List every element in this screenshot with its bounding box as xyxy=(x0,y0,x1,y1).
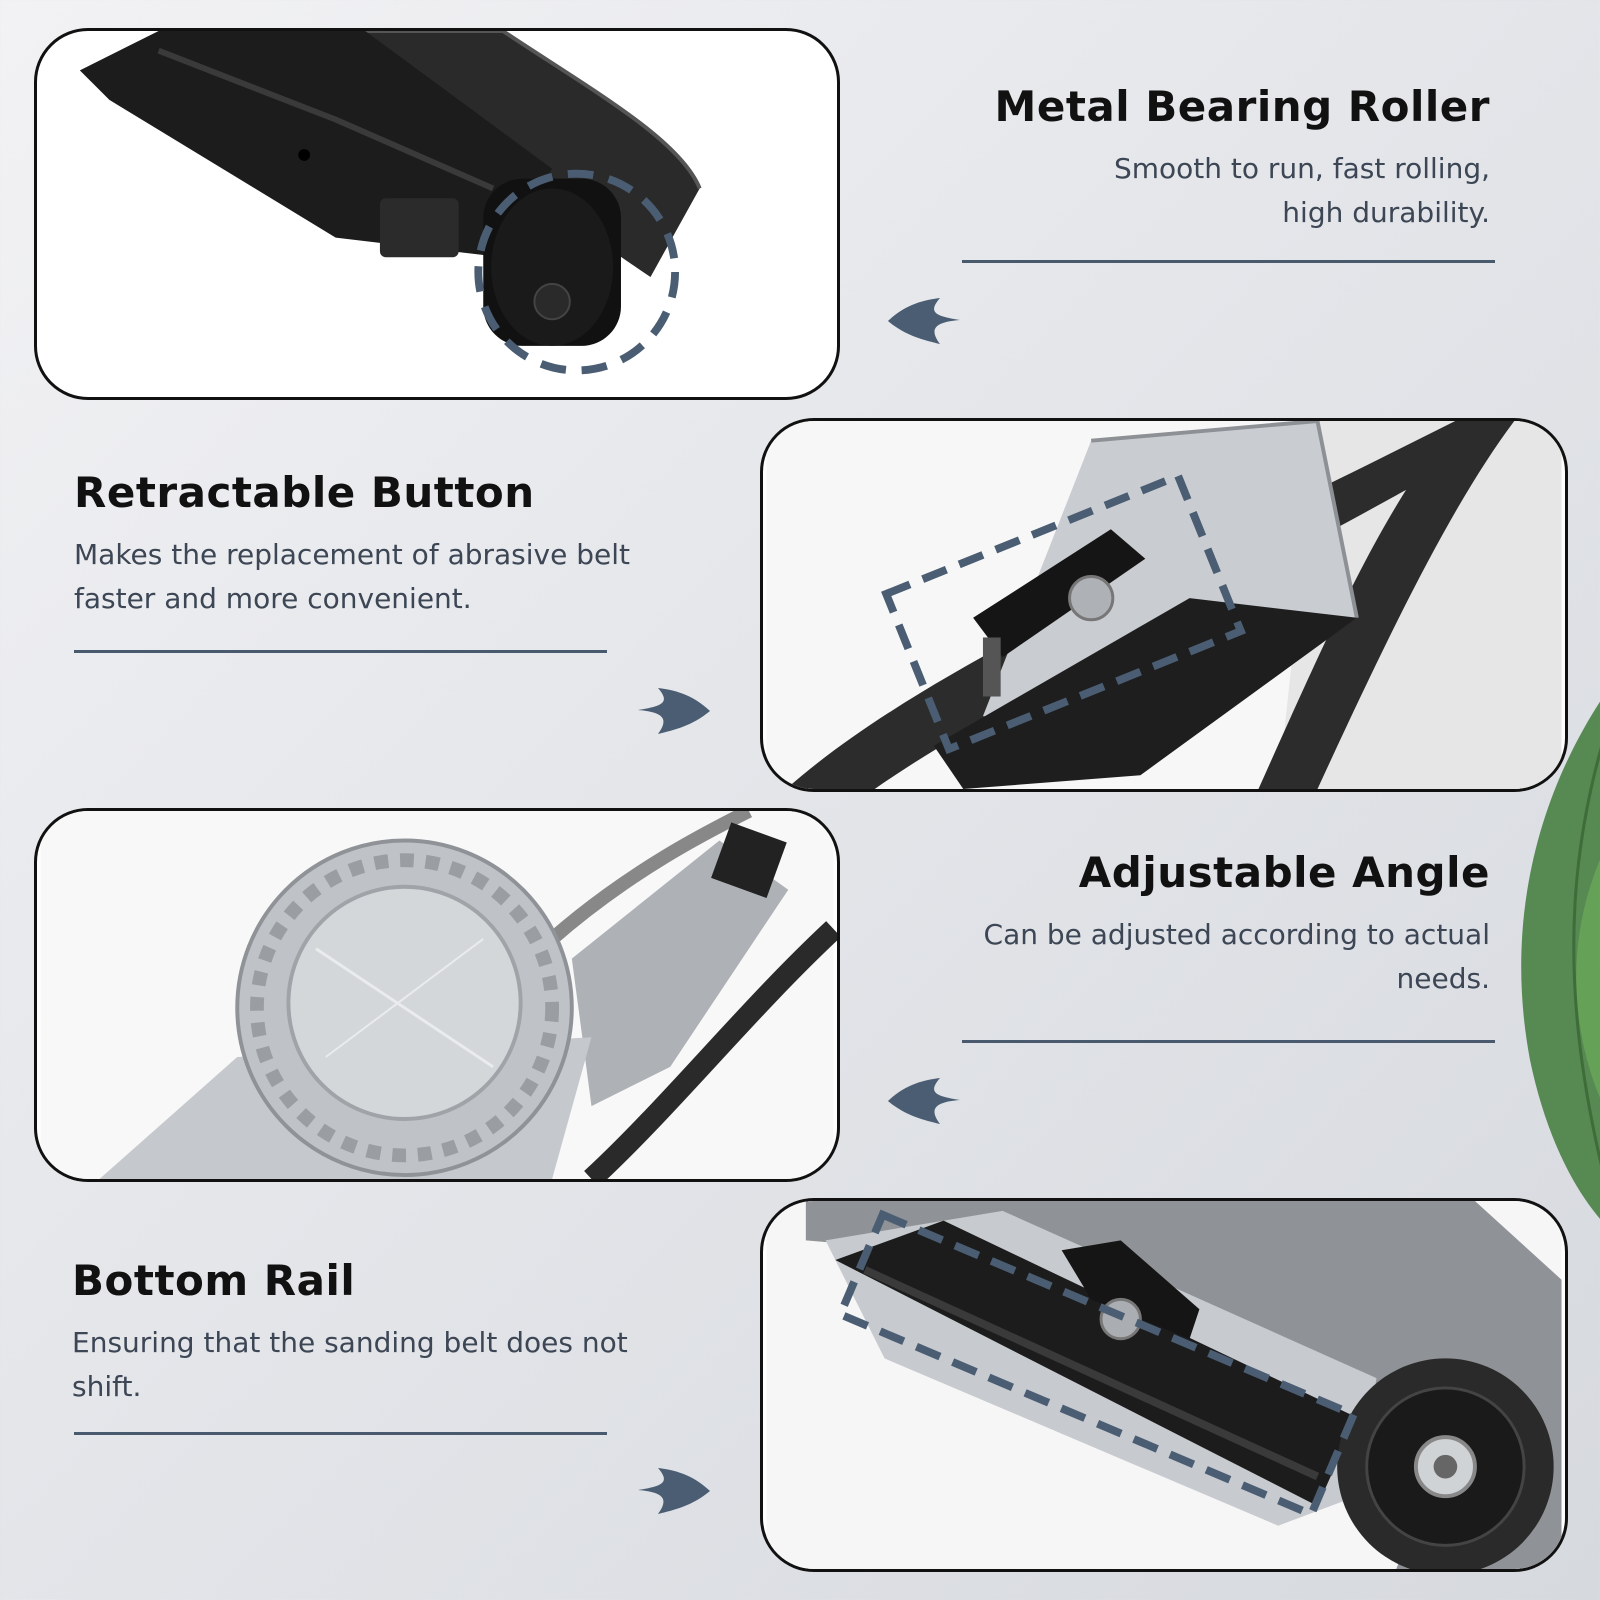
feature-title: Retractable Button xyxy=(74,468,535,517)
metal-bearing-roller-photo xyxy=(34,28,840,400)
adjustable-angle-photo xyxy=(34,808,840,1182)
retractable-button-photo xyxy=(760,418,1568,792)
feature-description: Makes the replacement of abrasive belt f… xyxy=(74,538,630,615)
feature-adjustable-angle: Adjustable Angle Can be adjusted accordi… xyxy=(830,848,1490,1001)
arrow-right-icon xyxy=(638,1468,710,1514)
feature-title: Adjustable Angle xyxy=(1078,848,1490,897)
leaf-decoration xyxy=(1521,701,1600,1219)
feature-description: Can be adjusted according to actual need… xyxy=(983,918,1490,995)
arrow-right-icon xyxy=(638,688,710,734)
feature-title: Bottom Rail xyxy=(72,1256,356,1305)
feature-description: Smooth to run, fast rolling, high durabi… xyxy=(1113,152,1490,229)
bottom-rail-photo xyxy=(760,1198,1568,1572)
divider-line xyxy=(74,650,607,653)
arrow-left-icon xyxy=(888,298,960,344)
arrow-left-icon xyxy=(888,1078,960,1124)
feature-description: Ensuring that the sanding belt does not … xyxy=(72,1326,628,1403)
feature-retractable-button: Retractable Button Makes the replacement… xyxy=(74,468,734,621)
divider-line xyxy=(962,260,1495,263)
feature-bottom-rail: Bottom Rail Ensuring that the sanding be… xyxy=(72,1256,732,1409)
feature-metal-bearing-roller: Metal Bearing Roller Smooth to run, fast… xyxy=(930,82,1490,235)
divider-line xyxy=(74,1432,607,1435)
divider-line xyxy=(962,1040,1495,1043)
feature-title: Metal Bearing Roller xyxy=(994,82,1490,131)
